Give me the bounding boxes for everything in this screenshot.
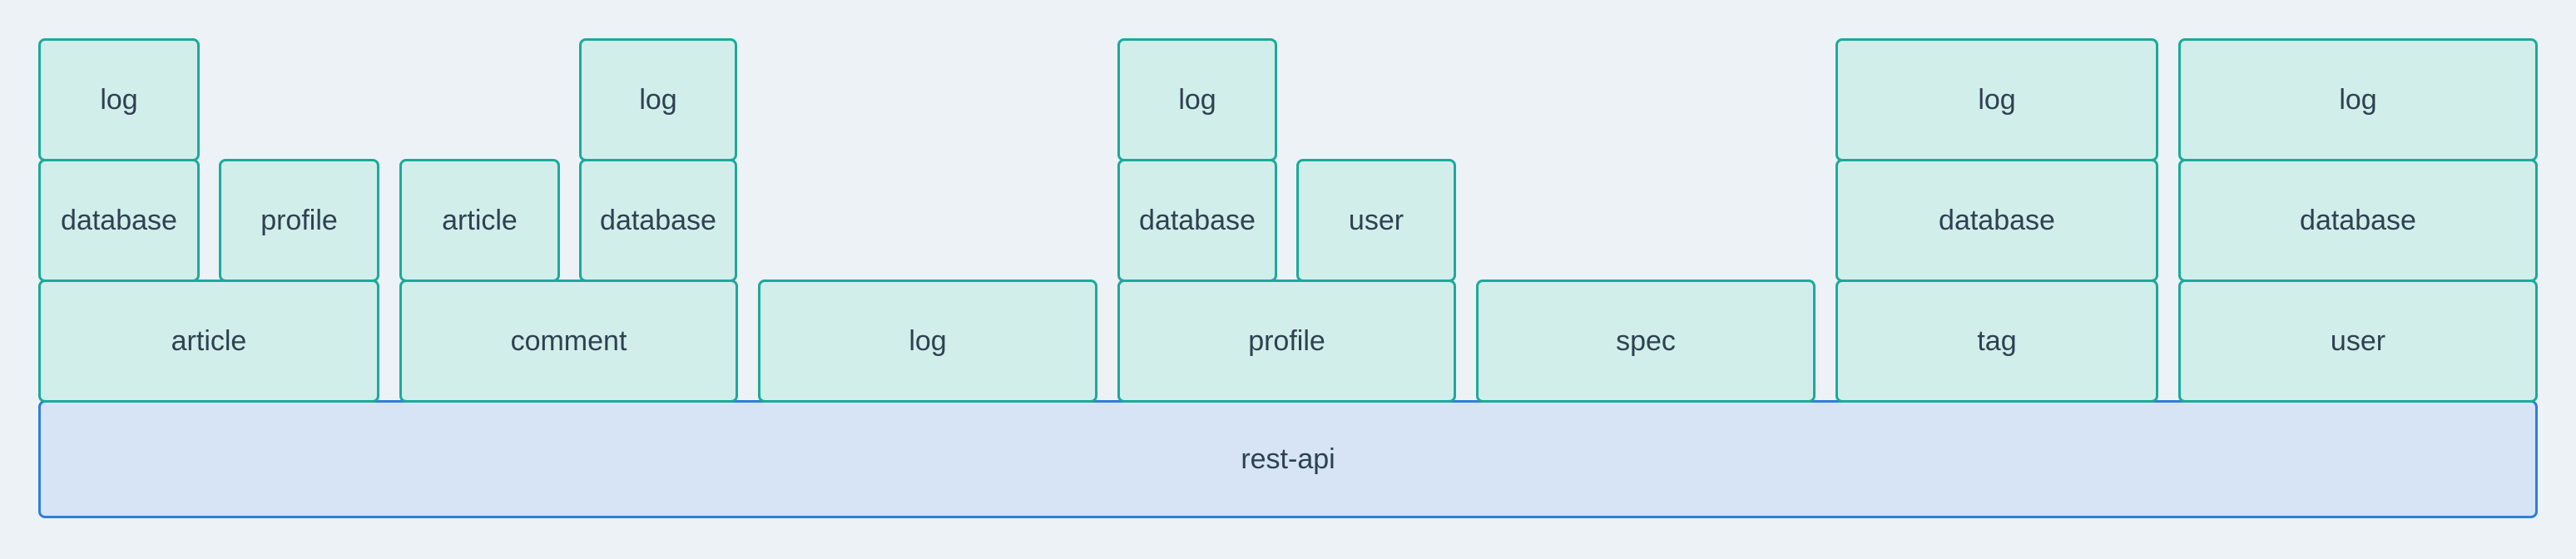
block-comment-base[interactable]: comment (399, 280, 738, 403)
block-profile-base[interactable]: profile (1117, 280, 1456, 403)
block-label: log (2339, 83, 2377, 116)
module-stacks: log database profile article (38, 38, 2538, 403)
node-article-profile: profile (219, 159, 379, 282)
block-label: log (909, 324, 947, 357)
block-label: log (1978, 83, 2016, 116)
node-article-database: log database (38, 38, 200, 282)
block-article-base[interactable]: article (38, 280, 379, 403)
block-spec-base[interactable]: spec (1476, 280, 1816, 403)
node-profile-database-children: log (1117, 38, 1277, 161)
block-user[interactable]: user (1296, 159, 1456, 282)
node-tag-database-log: log (1835, 38, 2158, 161)
bar-label: rest-api (1241, 443, 1335, 475)
block-label: database (1939, 204, 2055, 236)
block-label: database (600, 204, 716, 236)
block-database[interactable]: database (38, 159, 200, 282)
block-label: user (1348, 204, 1404, 236)
block-label: database (61, 204, 177, 236)
stack-spec: spec (1476, 280, 1816, 403)
block-log[interactable]: log (38, 38, 200, 161)
node-user-database-children: log (2178, 38, 2538, 161)
block-label: tag (1977, 324, 2017, 357)
stack-article: log database profile article (38, 38, 379, 403)
block-label: database (2300, 204, 2416, 236)
node-comment-database-log: log (579, 38, 737, 161)
block-label: article (442, 204, 518, 236)
block-log[interactable]: log (579, 38, 737, 161)
node-comment-database: log database (579, 38, 737, 282)
block-database[interactable]: database (1835, 159, 2158, 282)
stack-user-children: log database (2178, 38, 2538, 282)
block-label: comment (510, 324, 627, 357)
stack-profile-children: log database user (1117, 38, 1456, 282)
block-label: log (639, 83, 677, 116)
node-user-database-log: log (2178, 38, 2538, 161)
node-tag-database: log database (1835, 38, 2158, 282)
block-log[interactable]: log (1117, 38, 1277, 161)
node-profile-user: user (1296, 159, 1456, 282)
block-profile[interactable]: profile (219, 159, 379, 282)
stack-tag-children: log database (1835, 38, 2158, 282)
block-database[interactable]: database (579, 159, 737, 282)
block-database[interactable]: database (1117, 159, 1277, 282)
node-article-database-log: log (38, 38, 200, 161)
block-label: log (1178, 83, 1216, 116)
block-label: user (2330, 324, 2386, 357)
block-label: database (1139, 204, 1256, 236)
node-tag-database-children: log (1835, 38, 2158, 161)
stack-comment: article log database (399, 38, 738, 403)
block-user-base[interactable]: user (2178, 280, 2538, 403)
node-user-database: log database (2178, 38, 2538, 282)
block-label: profile (1248, 324, 1325, 357)
node-profile-database-log: log (1117, 38, 1277, 161)
block-label: log (100, 83, 138, 116)
block-tag-base[interactable]: tag (1835, 280, 2158, 403)
block-label: profile (260, 204, 338, 236)
node-article-database-children: log (38, 38, 200, 161)
node-comment-article: article (399, 159, 560, 282)
stack-log: log (758, 280, 1097, 403)
rest-api-bar[interactable]: rest-api (38, 400, 2538, 518)
stack-tag: log database tag (1835, 38, 2158, 403)
block-label: spec (1616, 324, 1676, 357)
block-database[interactable]: database (2178, 159, 2538, 282)
node-comment-database-children: log (579, 38, 737, 161)
stack-article-children: log database profile (38, 38, 379, 282)
node-profile-database: log database (1117, 38, 1277, 282)
block-label: article (171, 324, 247, 357)
stack-profile: log database user profile (1117, 38, 1456, 403)
block-article[interactable]: article (399, 159, 560, 282)
block-log-base[interactable]: log (758, 280, 1097, 403)
block-log[interactable]: log (1835, 38, 2158, 161)
stack-user: log database user (2178, 38, 2538, 403)
stack-comment-children: article log database (399, 38, 738, 282)
block-log[interactable]: log (2178, 38, 2538, 161)
